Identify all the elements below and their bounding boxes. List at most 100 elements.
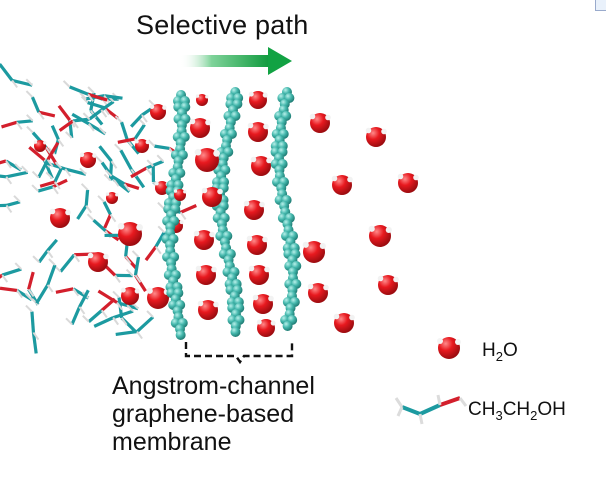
feed-water-molecules <box>33 104 184 309</box>
hydrogen-atom <box>87 252 94 259</box>
hydrogen-atom <box>65 209 71 216</box>
hydrogen-atom <box>381 128 387 135</box>
graphene-atom <box>282 321 293 331</box>
hydrogen-atom <box>201 187 208 194</box>
hydrogen-atom <box>211 266 217 273</box>
water-molecule <box>249 91 267 109</box>
legend-ethanol-oh: OH <box>537 399 566 420</box>
hydrogen-atom <box>79 152 85 158</box>
ethanol-molecule <box>0 195 21 213</box>
water-molecule <box>244 200 264 220</box>
hydrogen-atom <box>268 295 274 302</box>
hydrogen-atom <box>49 208 56 215</box>
ethanol-molecule <box>39 161 63 190</box>
water-molecule <box>398 173 418 193</box>
ethanol-molecule <box>0 165 29 185</box>
water-molecule <box>147 287 169 309</box>
hydrogen-atom <box>302 241 309 248</box>
water-molecule <box>303 241 325 263</box>
hydrogen-atom <box>266 157 272 164</box>
hydrogen-atom <box>103 253 109 260</box>
hydrogen-atom <box>262 92 268 98</box>
water-molecule <box>378 275 398 295</box>
graphene-layers <box>161 87 302 340</box>
graphene-atom <box>230 327 241 337</box>
ethanol-molecule <box>76 183 93 220</box>
hydrogen-atom <box>333 313 340 320</box>
ethanol-molecule <box>144 225 166 262</box>
hydrogen-atom <box>368 225 375 232</box>
legend-water-icon <box>437 337 461 359</box>
water-molecule <box>150 104 166 120</box>
water-molecule <box>80 152 96 168</box>
ethanol-molecule <box>1 114 34 130</box>
hydrogen-atom <box>393 276 399 283</box>
water-molecule <box>253 294 273 314</box>
hydrogen-atom <box>183 190 187 194</box>
hydrogen-atom <box>262 236 268 243</box>
water-molecule <box>121 287 139 305</box>
water-molecule <box>202 187 222 207</box>
hydrogen-atom <box>256 319 262 325</box>
legend-ethanol-label: CH3CH2OH <box>468 399 566 423</box>
hydrogen-atom <box>179 220 184 225</box>
ethanol-molecules <box>0 63 197 354</box>
hydrogen-atom <box>193 230 200 237</box>
water-molecule <box>155 181 169 195</box>
hydrogen-atom <box>325 114 331 121</box>
ethanol-molecule <box>0 262 22 283</box>
hydrogen-atom <box>173 189 178 193</box>
diagram-title: Selective path <box>136 10 309 40</box>
right-arrow-icon <box>180 47 292 75</box>
hydrogen-atom <box>331 175 338 182</box>
hydrogen-atom <box>397 173 404 180</box>
hydrogen-atom <box>247 122 254 129</box>
bracket-icon <box>184 342 294 365</box>
water-molecule <box>251 156 271 176</box>
ethanol-molecule <box>35 258 57 304</box>
legend-ethanol-icon <box>394 394 468 425</box>
hydrogen-atom <box>105 192 110 196</box>
legend-ethanol-sub-1: 3 <box>495 407 503 423</box>
ethanol-molecule <box>25 90 56 120</box>
hydrogen-atom <box>252 294 259 301</box>
water-molecule <box>194 230 214 250</box>
water-molecule <box>257 319 275 337</box>
water-molecule <box>118 222 142 246</box>
hydrogen-atom <box>205 95 209 99</box>
hydrogen-atom <box>264 266 270 273</box>
ethanol-molecule <box>131 250 147 292</box>
water-molecule <box>174 189 186 201</box>
hydrogen-atom <box>134 139 139 144</box>
hydrogen-atom <box>162 105 167 110</box>
hydrogen-atom <box>194 148 202 156</box>
hydrogen-atom <box>248 91 254 97</box>
water-molecule <box>366 127 386 147</box>
water-molecule <box>50 208 70 228</box>
hydrogen-atom <box>217 188 223 195</box>
water-molecule <box>247 235 267 255</box>
hydrogen-atom <box>43 141 47 145</box>
ethanol-molecule <box>98 145 118 182</box>
water-molecule <box>135 139 149 153</box>
hydrogen-atom <box>309 113 316 120</box>
hydrogen-atom <box>115 193 119 197</box>
hydrogen-atom <box>250 156 257 163</box>
water-molecule <box>248 122 268 142</box>
ethanol-molecule <box>65 289 90 326</box>
hydrogen-atom <box>205 119 211 126</box>
hydrogen-atom <box>243 200 250 207</box>
hydrogen-atom <box>134 288 140 294</box>
legend-water-h: H <box>482 340 496 361</box>
hydrogen-atom <box>120 287 126 293</box>
hydrogen-atom <box>33 140 38 144</box>
water-molecule <box>196 265 216 285</box>
hydrogen-atom <box>146 287 153 294</box>
ethanol-molecule <box>25 304 40 354</box>
hydrogen-atom <box>117 222 125 230</box>
corner-expand-icon[interactable] <box>595 0 606 11</box>
hydrogen-atom <box>319 242 326 250</box>
hydrogen-atom <box>213 150 220 157</box>
membrane-label: Angstrom-channel graphene-based membrane <box>112 372 315 456</box>
